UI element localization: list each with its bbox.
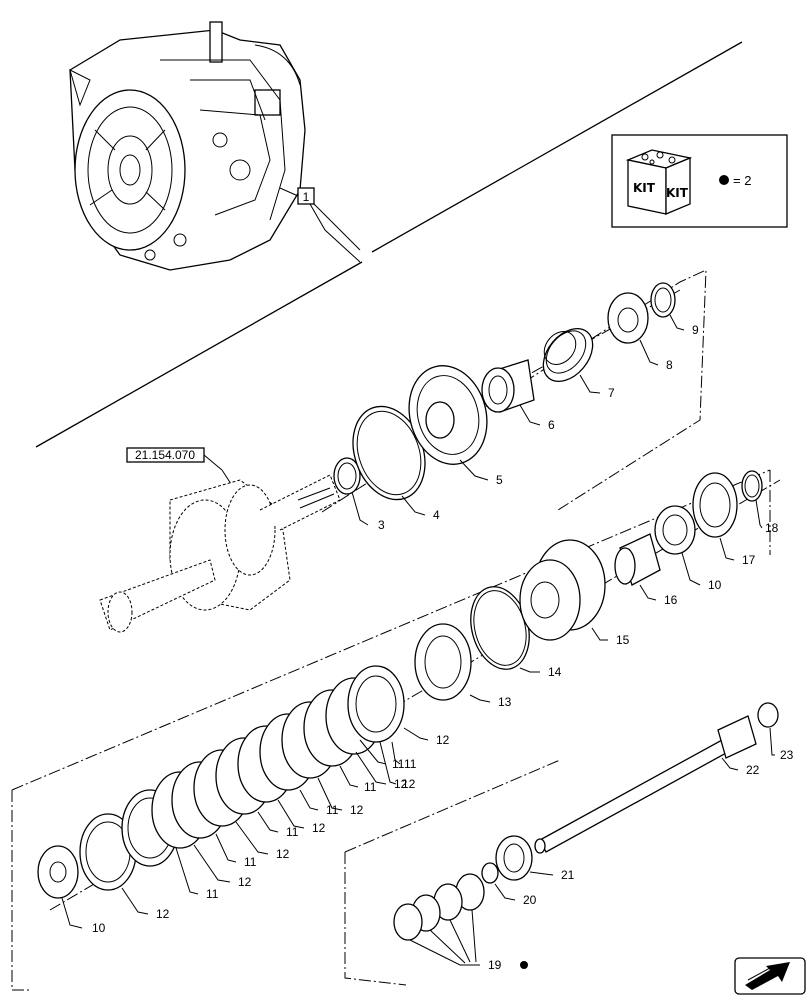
group-outline-lower-left xyxy=(11,790,30,991)
callout-19: 19 xyxy=(488,958,502,972)
callout-labels: 3 4 5 6 7 8 9 10 10 13 14 15 16 17 18 19 xyxy=(61,314,794,972)
kit-dot-icon xyxy=(719,175,729,185)
callout-12-c: 12 xyxy=(350,803,364,817)
part-23-snap-ring xyxy=(757,702,779,728)
divider-line-lower xyxy=(35,261,363,448)
part-7-spring xyxy=(542,328,594,382)
group-outline-bottom xyxy=(344,852,407,986)
callout-11-g: 11 xyxy=(392,757,405,771)
callout-5: 5 xyxy=(496,473,503,487)
kit-legend-box: KIT KIT = 2 xyxy=(611,134,788,228)
reference-shaft-illustration: 21.154.070 xyxy=(99,447,341,633)
callout-15: 15 xyxy=(616,633,630,647)
callout-14: 14 xyxy=(548,665,562,679)
callout-12-h: 12 xyxy=(394,777,408,791)
callout-23: 23 xyxy=(780,748,794,762)
reference-label: 21.154.070 xyxy=(135,448,195,462)
callout-22: 22 xyxy=(746,763,760,777)
callout-11-a: 11 xyxy=(404,757,417,771)
callout-7: 7 xyxy=(608,386,615,400)
part-10-washer-middle xyxy=(654,505,696,555)
part-5-piston xyxy=(408,365,488,465)
kit-label-right: KIT xyxy=(666,186,689,200)
callout-11-f: 11 xyxy=(206,887,219,901)
divider-line-upper xyxy=(371,41,743,253)
part-18-snap-ring xyxy=(741,470,763,502)
part-19-seal-rings xyxy=(393,873,485,941)
callout-11-e: 11 xyxy=(244,855,257,869)
part-15-gear xyxy=(519,539,606,641)
callout-16: 16 xyxy=(664,593,678,607)
callout-1: 1 xyxy=(279,187,361,263)
callout-11-c: 11 xyxy=(326,803,339,817)
callout-12-g: 12 xyxy=(156,907,170,921)
callout-21: 21 xyxy=(561,868,575,882)
transmission-housing-illustration xyxy=(69,21,306,271)
part-9-snap-ring xyxy=(650,282,676,318)
callout-3: 3 xyxy=(378,518,385,532)
part-22-shaft xyxy=(534,715,757,854)
part-16-needle-bearing xyxy=(614,533,661,586)
callout-19-kit-dot-icon xyxy=(520,961,528,969)
callout-12-d: 12 xyxy=(312,821,326,835)
callout-12-f: 12 xyxy=(238,875,252,889)
callout-9: 9 xyxy=(692,323,699,337)
callout-6: 6 xyxy=(548,418,555,432)
kit-box-icon: KIT KIT xyxy=(625,149,693,215)
group-outline-bottom-top xyxy=(344,759,561,853)
callout-8: 8 xyxy=(666,358,673,372)
clutch-disc-stack xyxy=(37,665,405,899)
part-13-thrust-plate xyxy=(414,623,472,701)
callout-11-d: 11 xyxy=(286,825,299,839)
callout-11-b: 11 xyxy=(364,780,377,794)
part-3-snap-ring xyxy=(333,457,361,495)
callout-4: 4 xyxy=(433,508,440,522)
part-8-washer xyxy=(607,292,649,344)
group-outline-middle xyxy=(11,469,771,791)
kit-label-left: KIT xyxy=(633,181,656,195)
callout-12-b: 12 xyxy=(402,777,416,791)
callout-12-e: 12 xyxy=(276,847,290,861)
callout-18: 18 xyxy=(765,521,779,535)
callout-1-label: 1 xyxy=(303,190,310,204)
callout-20: 20 xyxy=(523,893,537,907)
part-6-sleeve xyxy=(481,359,535,413)
callout-10: 10 xyxy=(92,921,106,935)
kit-quantity-label: = 2 xyxy=(733,173,751,188)
callout-12-a: 12 xyxy=(436,733,450,747)
next-page-arrow-icon[interactable] xyxy=(734,957,806,995)
callout-17: 17 xyxy=(742,553,756,567)
part-10-washer-lower xyxy=(37,845,79,899)
callout-13: 13 xyxy=(498,695,512,709)
part-20-snap-ring xyxy=(481,862,499,884)
part-17-bearing xyxy=(692,472,738,538)
part-21-bushing xyxy=(495,835,533,881)
callout-10-middle: 10 xyxy=(708,578,722,592)
